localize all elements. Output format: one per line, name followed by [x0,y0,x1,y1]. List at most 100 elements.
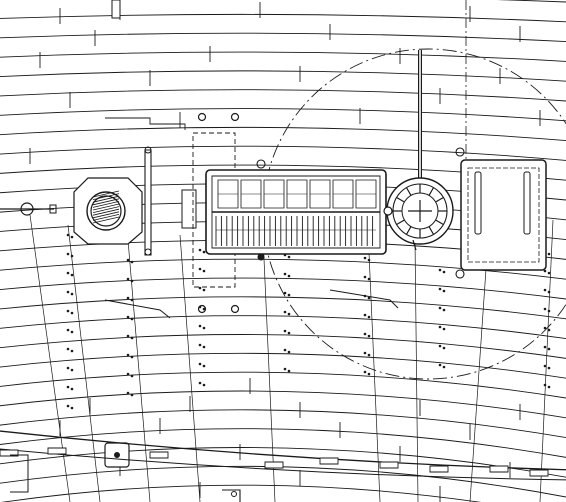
deck-stanchion [222,490,240,502]
fastening-dot [70,311,74,315]
fastening-dot [442,327,446,331]
mast-hatching [93,194,119,200]
fastening-dot [126,391,130,395]
mast-ring-outer [87,192,125,230]
leader-line [470,240,488,502]
plank-seam [0,353,566,379]
cleat-outline [330,290,398,308]
fastening-dot [363,275,367,279]
leader-line [415,240,418,502]
companion-hatch [206,160,386,261]
hinge-left [475,172,481,234]
ring-bolt-icon [257,253,265,261]
fastening-dot [198,343,202,347]
mast-ring-inner [91,196,121,226]
fastening-dot [66,309,70,313]
leader-lines [30,215,553,502]
ring-bolt-icon [199,114,206,121]
fastening-dot [442,346,446,350]
fastening-dot [198,324,202,328]
plank-seam [0,33,566,42]
plank-seam [0,278,566,300]
fastening-dot [66,252,70,256]
fastening-dot [543,269,547,273]
rail-knob-top [145,147,151,153]
plank-seam [0,259,566,280]
plank-seam [0,429,566,460]
cleat-bolt [114,452,120,458]
fastening-dot [202,345,206,349]
plank-seam [0,485,566,502]
fastening-dot [66,404,70,408]
fastening-dot [66,366,70,370]
fastening-dot [202,250,206,254]
wheel-spoke [429,188,434,196]
fastening-dot [202,383,206,387]
fastening-dot [442,289,446,293]
fastening-dot [202,269,206,273]
wheel-spoke [407,227,412,235]
bulwark-edge [0,430,566,492]
fastening-dot [547,347,551,351]
side-rail [145,150,151,255]
leader-line [368,230,380,502]
fastening-dot [202,364,206,368]
fastening-dot [70,406,74,410]
plank-seam [0,14,566,22]
ring-bolt-icon [199,306,206,313]
mast-hatch-octagon [74,178,142,244]
fastening-dot [283,329,287,333]
ring-bolt-icon [232,306,239,313]
fastening-dot [363,256,367,260]
plank-seam [0,372,566,399]
steering-wheel [384,50,453,250]
fastening-dot [367,277,371,281]
skylight-hatch [456,148,546,278]
plank-seam [0,146,566,161]
bulwark-scupper [320,458,338,464]
mast-hatching [93,201,119,207]
fastening-dot [130,260,134,264]
fastening-dot [202,307,206,311]
ring-bolt-icon [232,114,239,121]
fastening-dot [126,258,130,262]
fastening-dot [283,348,287,352]
fastening-dot [367,296,371,300]
leader-line [68,225,100,502]
fastening-dot [70,292,74,296]
ring-bolt-icon [456,148,464,156]
hinge-right [524,172,530,234]
ring-bolt-icon [456,270,464,278]
fastening-dot [543,307,547,311]
fastening-dot [283,272,287,276]
deck-fittings [105,0,398,502]
fastening-dot [70,235,74,239]
wheel-spoke [429,227,434,235]
rail-knob-bottom [145,249,151,255]
fastening-dot [198,362,202,366]
plank-seam [0,127,566,141]
leader-line [262,215,275,502]
fastening-dot [66,385,70,389]
fastening-dot [547,328,551,332]
wheel-spoke [397,220,405,225]
fastening-dot [543,345,547,349]
mast-hatching [93,209,119,215]
fastening-dot [126,353,130,357]
fastening-dot [363,332,367,336]
fastening-dot [287,350,291,354]
fastening-dot [363,351,367,355]
deckhouse-dashed [193,133,235,287]
fastening-dot [66,328,70,332]
fastening-dot [130,393,134,397]
fastening-dot [547,252,551,256]
cleat-outline [105,300,170,318]
fastening-dot [198,286,202,290]
boom-end [50,205,56,213]
fastening-dot [438,268,442,272]
mast-hatching [93,196,119,202]
plank-seam [0,90,566,102]
fastening-dot [363,370,367,374]
wheel-spoke [397,198,405,203]
fastening-dot [442,365,446,369]
